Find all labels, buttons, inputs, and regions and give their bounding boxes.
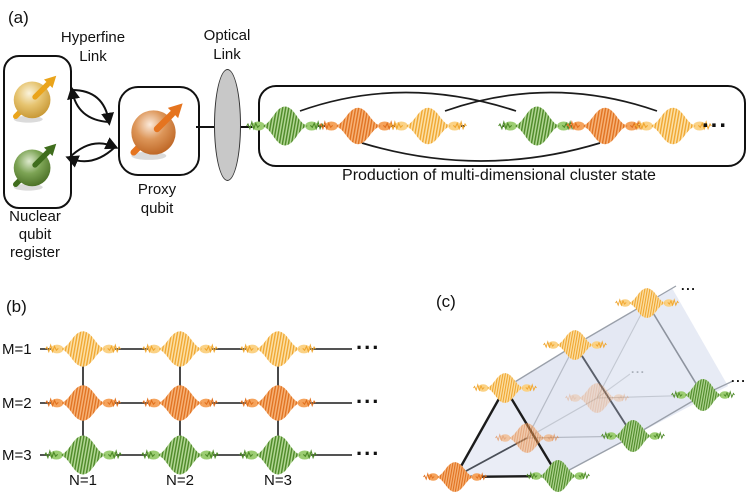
row-ellipsis-1: ...	[356, 329, 381, 354]
col-label-n1: N=1	[69, 472, 97, 489]
col-label-n3: N=3	[264, 472, 292, 489]
panel-a-label: (a)	[8, 8, 29, 27]
wavepacket-orange-icon	[566, 107, 644, 145]
proxy-qubit-orange-icon	[122, 94, 192, 164]
wavepacket-orange-icon	[45, 384, 121, 422]
panel-c-ellipsis-top: ...	[681, 278, 696, 293]
hyperfine-link-label: Hyperfine Link	[60, 29, 126, 65]
entanglement-arc-orange	[361, 142, 601, 162]
wavepacket-green-icon	[238, 434, 318, 476]
row-label-m1: M=1	[2, 341, 32, 358]
row-ellipsis-3: ...	[356, 435, 381, 460]
optical-lens-icon	[214, 69, 241, 181]
nuclear-register-box	[3, 55, 72, 209]
panel-c-label: (c)	[436, 292, 456, 311]
wavepacket-yellow-icon	[142, 330, 218, 368]
optical-link-label: Optical Link	[203, 27, 251, 63]
cluster-3d-c: ... ... ...	[423, 278, 746, 493]
panel-a-ellipsis: ...	[702, 106, 729, 133]
row-label-m3: M=3	[2, 447, 32, 464]
entanglement-arc-yellow	[444, 91, 658, 112]
proxy-qubit-label: Proxy qubit	[137, 181, 177, 217]
plane-top-face	[505, 288, 728, 476]
panel-b-label: (b)	[6, 297, 27, 316]
nuclear-qubit-green-icon	[6, 136, 64, 194]
wavepacket-yellow-icon	[389, 107, 467, 145]
panel-c-ellipsis-right: ...	[731, 370, 746, 385]
wavepacket-yellow-icon	[634, 107, 712, 145]
row-ellipsis-2: ...	[356, 383, 381, 408]
wavepacket-green-icon	[246, 105, 324, 147]
wavepacket-green-icon	[498, 105, 576, 147]
hyperfine-arrows-icon	[65, 86, 119, 168]
nuclear-qubit-yellow-icon	[6, 68, 64, 126]
wavepacket-orange-icon	[319, 107, 397, 145]
col-label-n2: N=2	[166, 472, 194, 489]
cluster-grid-b	[40, 330, 352, 476]
wavepacket-green-icon	[140, 434, 220, 476]
wavepacket-yellow-icon	[240, 330, 316, 368]
panel-c-ellipsis-mid: ...	[631, 362, 646, 376]
photon-chain-a	[246, 91, 712, 162]
row-label-m2: M=2	[2, 395, 32, 412]
production-caption: Production of multi-dimensional cluster …	[342, 167, 656, 184]
wavepacket-yellow-icon	[45, 330, 121, 368]
wavepacket-orange-icon	[240, 384, 316, 422]
wavepacket-orange-icon	[142, 384, 218, 422]
nuclear-register-label: Nuclear qubit register	[9, 208, 61, 261]
entanglement-arc-green	[299, 91, 517, 112]
proxy-qubit-box	[118, 86, 200, 176]
wavepacket-green-icon	[43, 434, 123, 476]
plane-front-face	[455, 388, 558, 477]
